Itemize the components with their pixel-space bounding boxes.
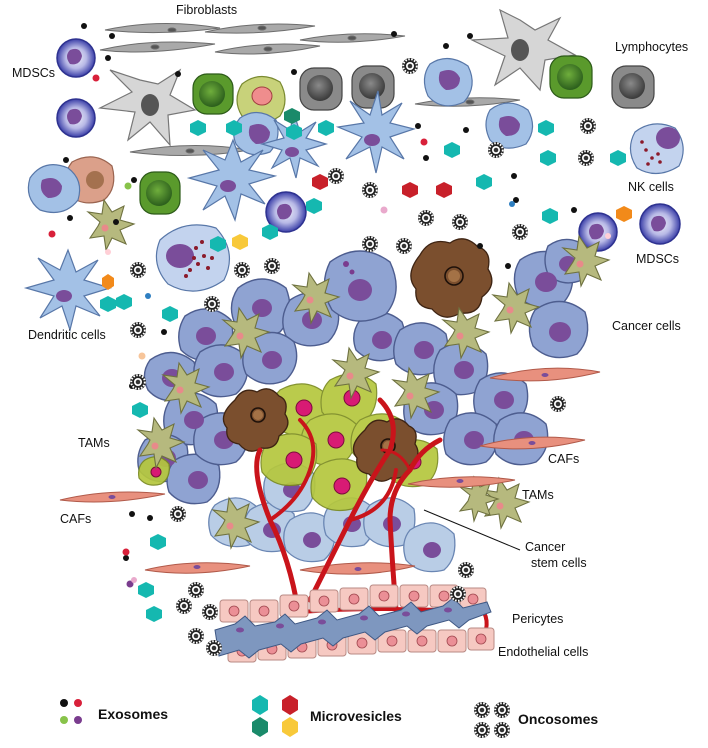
label-cancer-stem-cells-line2: stem cells [531, 556, 587, 570]
legend-exosomes-label: Exosomes [98, 706, 169, 722]
dendritic-cells [23, 90, 417, 333]
label-pericytes: Pericytes [512, 612, 564, 626]
label-tams-right: TAMs [522, 488, 554, 502]
legend-oncosomes-label: Oncosomes [518, 711, 599, 727]
label-mdscs-top: MDSCs [12, 66, 56, 80]
label-cancer-cells: Cancer cells [612, 319, 681, 333]
label-endothelial-cells: Endothelial cells [498, 645, 589, 659]
legend-oncosomes-icon [473, 701, 511, 739]
label-dendritic-cells: Dendritic cells [28, 328, 106, 342]
legend-microvesicles-icon [252, 695, 298, 737]
label-lymphocytes: Lymphocytes [615, 40, 689, 54]
tams [86, 198, 611, 550]
misc-top-cells [64, 75, 286, 204]
label-cafs-left: CAFs [60, 512, 92, 526]
label-cafs-right: CAFs [548, 452, 580, 466]
fibroblasts [99, 22, 521, 157]
endothelial-cells [214, 597, 492, 659]
legend-microvesicles-label: Microvesicles [310, 708, 402, 724]
label-cancer-stem-cells-line1: Cancer [525, 540, 566, 554]
label-nk-cells: NK cells [628, 180, 674, 194]
label-mdscs-right: MDSCs [636, 252, 680, 266]
lymphocytes [139, 55, 655, 215]
scattered-microvesicles [100, 108, 632, 622]
label-tams-left: TAMs [78, 436, 110, 450]
legend-exosomes-icon [60, 699, 82, 724]
stem-cell-leader-line [423, 509, 521, 551]
label-fibroblasts: Fibroblasts [176, 3, 238, 17]
